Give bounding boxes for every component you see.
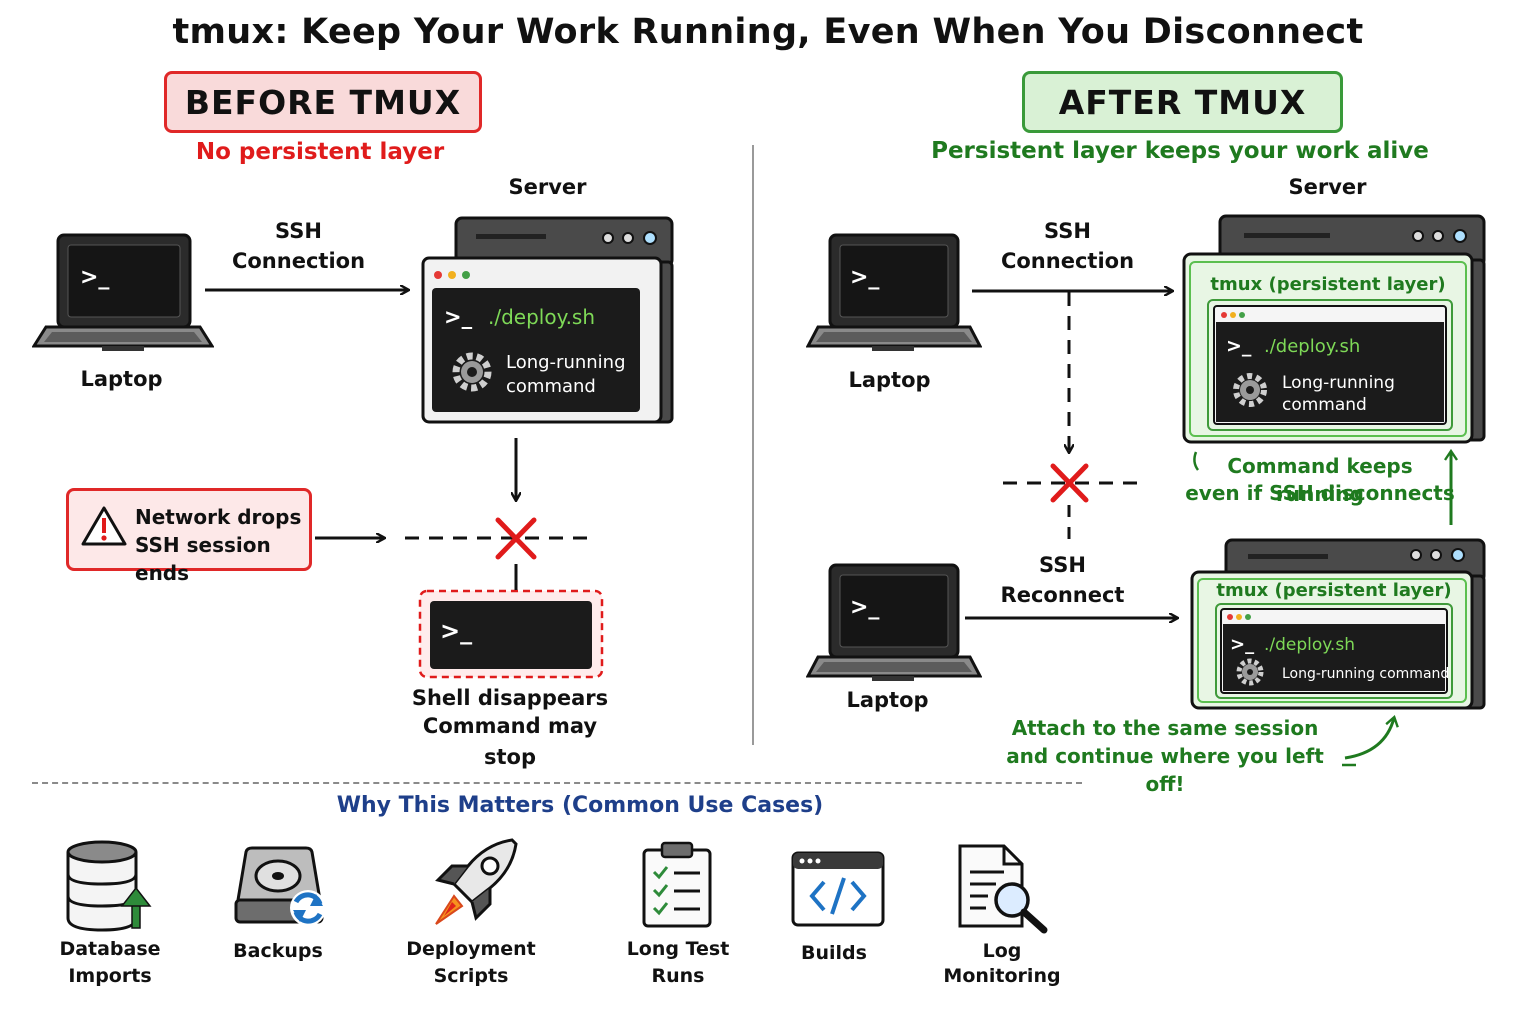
checklist-clipboard-icon: [642, 841, 712, 928]
use-case-backups: Backups: [233, 940, 323, 962]
use-case-deployment-1: Deployment: [406, 938, 536, 960]
after-gear-icon-2: [1236, 658, 1264, 686]
database-upload-icon: [66, 840, 152, 932]
use-case-builds: Builds: [801, 942, 867, 964]
keeps-running-2: even if SSH disconnects: [1185, 481, 1455, 505]
log-search-icon: [958, 844, 1048, 934]
after-subtitle: Persistent layer keeps your work alive: [931, 138, 1429, 164]
after-laptop-prompt-1: >_: [850, 265, 879, 290]
after-laptop-label-2: Laptop: [846, 688, 929, 712]
after-long-running-1: Long-running: [1282, 373, 1395, 393]
use-cases-divider: [32, 782, 1082, 784]
hard-drive-sync-icon: [234, 846, 326, 926]
after-laptop-prompt-2: >_: [850, 595, 879, 620]
before-tmux-badge: BEFORE TMUX: [164, 71, 482, 133]
attach-2: and continue where you left off!: [1006, 744, 1324, 796]
tmux-label-1: tmux (persistent layer): [1210, 274, 1445, 295]
before-server-icon: >_ ./deploy.sh Long-running command: [421, 216, 674, 424]
after-laptop-icon-2: >_: [806, 563, 982, 681]
shell-disappears-1: Shell disappears: [411, 686, 609, 710]
after-gear-icon-1: [1233, 373, 1267, 407]
after-laptop-label-1: Laptop: [848, 368, 931, 392]
use-case-log-2: Monitoring: [943, 965, 1061, 987]
before-laptop-prompt: >_: [80, 265, 109, 290]
keeps-running-1: Command keeps running: [1227, 454, 1413, 506]
before-ssh-label-1: SSH: [275, 219, 322, 243]
warning-triangle-icon: [81, 506, 127, 546]
use-case-test-2: Runs: [651, 965, 705, 987]
before-laptop-icon: >_: [32, 233, 214, 351]
after-long-running-single: Long-running command: [1282, 666, 1449, 682]
after-prompt-2: >_: [1230, 634, 1254, 655]
before-ssh-label-2: Connection: [231, 249, 366, 273]
after-x-mark-icon: [1050, 463, 1089, 503]
after-deploy-command-2: ./deploy.sh: [1264, 635, 1355, 655]
after-server-label: Server: [1288, 175, 1367, 199]
after-server-icon-1: tmux (persistent layer) >_ ./deploy.sh L…: [1182, 214, 1486, 444]
warning-text-1: Network drops: [135, 505, 302, 529]
before-gear-icon: [452, 352, 492, 392]
reconnect-label-1: SSH: [1039, 553, 1086, 577]
use-case-log-1: Log: [982, 940, 1022, 962]
before-x-mark-icon: [495, 517, 537, 560]
disappeared-shell: >_: [418, 589, 604, 679]
attach-1: Attach to the same session: [1011, 716, 1319, 740]
use-case-database-1: Database: [59, 938, 161, 960]
before-long-running-1: Long-running: [506, 352, 626, 373]
use-cases-heading: Why This Matters (Common Use Cases): [336, 793, 824, 818]
after-deploy-command-1: ./deploy.sh: [1264, 336, 1360, 357]
after-long-running-2: command: [1282, 395, 1367, 415]
keeps-running-tick: [1193, 451, 1200, 471]
after-laptop-icon-1: >_: [806, 233, 982, 351]
before-subtitle: No persistent layer: [195, 139, 445, 165]
before-laptop-label: Laptop: [80, 367, 163, 391]
code-window-icon: [791, 851, 885, 927]
before-deploy-command: ./deploy.sh: [488, 305, 595, 329]
attach-arrow: [1344, 714, 1399, 760]
reconnect-label-2: Reconnect: [1000, 583, 1125, 607]
use-case-deployment-2: Scripts: [433, 965, 509, 987]
after-ssh-label-1: SSH: [1044, 219, 1091, 243]
section-divider: [752, 145, 754, 745]
before-long-running-2: command: [506, 376, 596, 397]
network-drop-warning: Network drops SSH session ends: [66, 488, 312, 585]
before-server-label: Server: [508, 175, 587, 199]
page-title: tmux: Keep Your Work Running, Even When …: [172, 12, 1364, 52]
use-case-database-2: Imports: [68, 965, 152, 987]
before-server-prompt: >_: [444, 305, 473, 329]
use-case-test-1: Long Test: [626, 938, 730, 960]
shell-disappears-2: Command may stop: [422, 714, 598, 769]
tmux-label-2: tmux (persistent layer): [1216, 580, 1451, 601]
shell-prompt: >_: [440, 617, 472, 645]
rocket-icon: [435, 838, 518, 925]
after-prompt-1: >_: [1226, 335, 1252, 357]
after-tmux-badge: AFTER TMUX: [1022, 71, 1343, 133]
warning-text-2: SSH session ends: [135, 533, 271, 585]
after-server-icon-2: tmux (persistent layer) >_ ./deploy.sh L…: [1190, 538, 1486, 710]
after-ssh-label-2: Connection: [1000, 249, 1135, 273]
